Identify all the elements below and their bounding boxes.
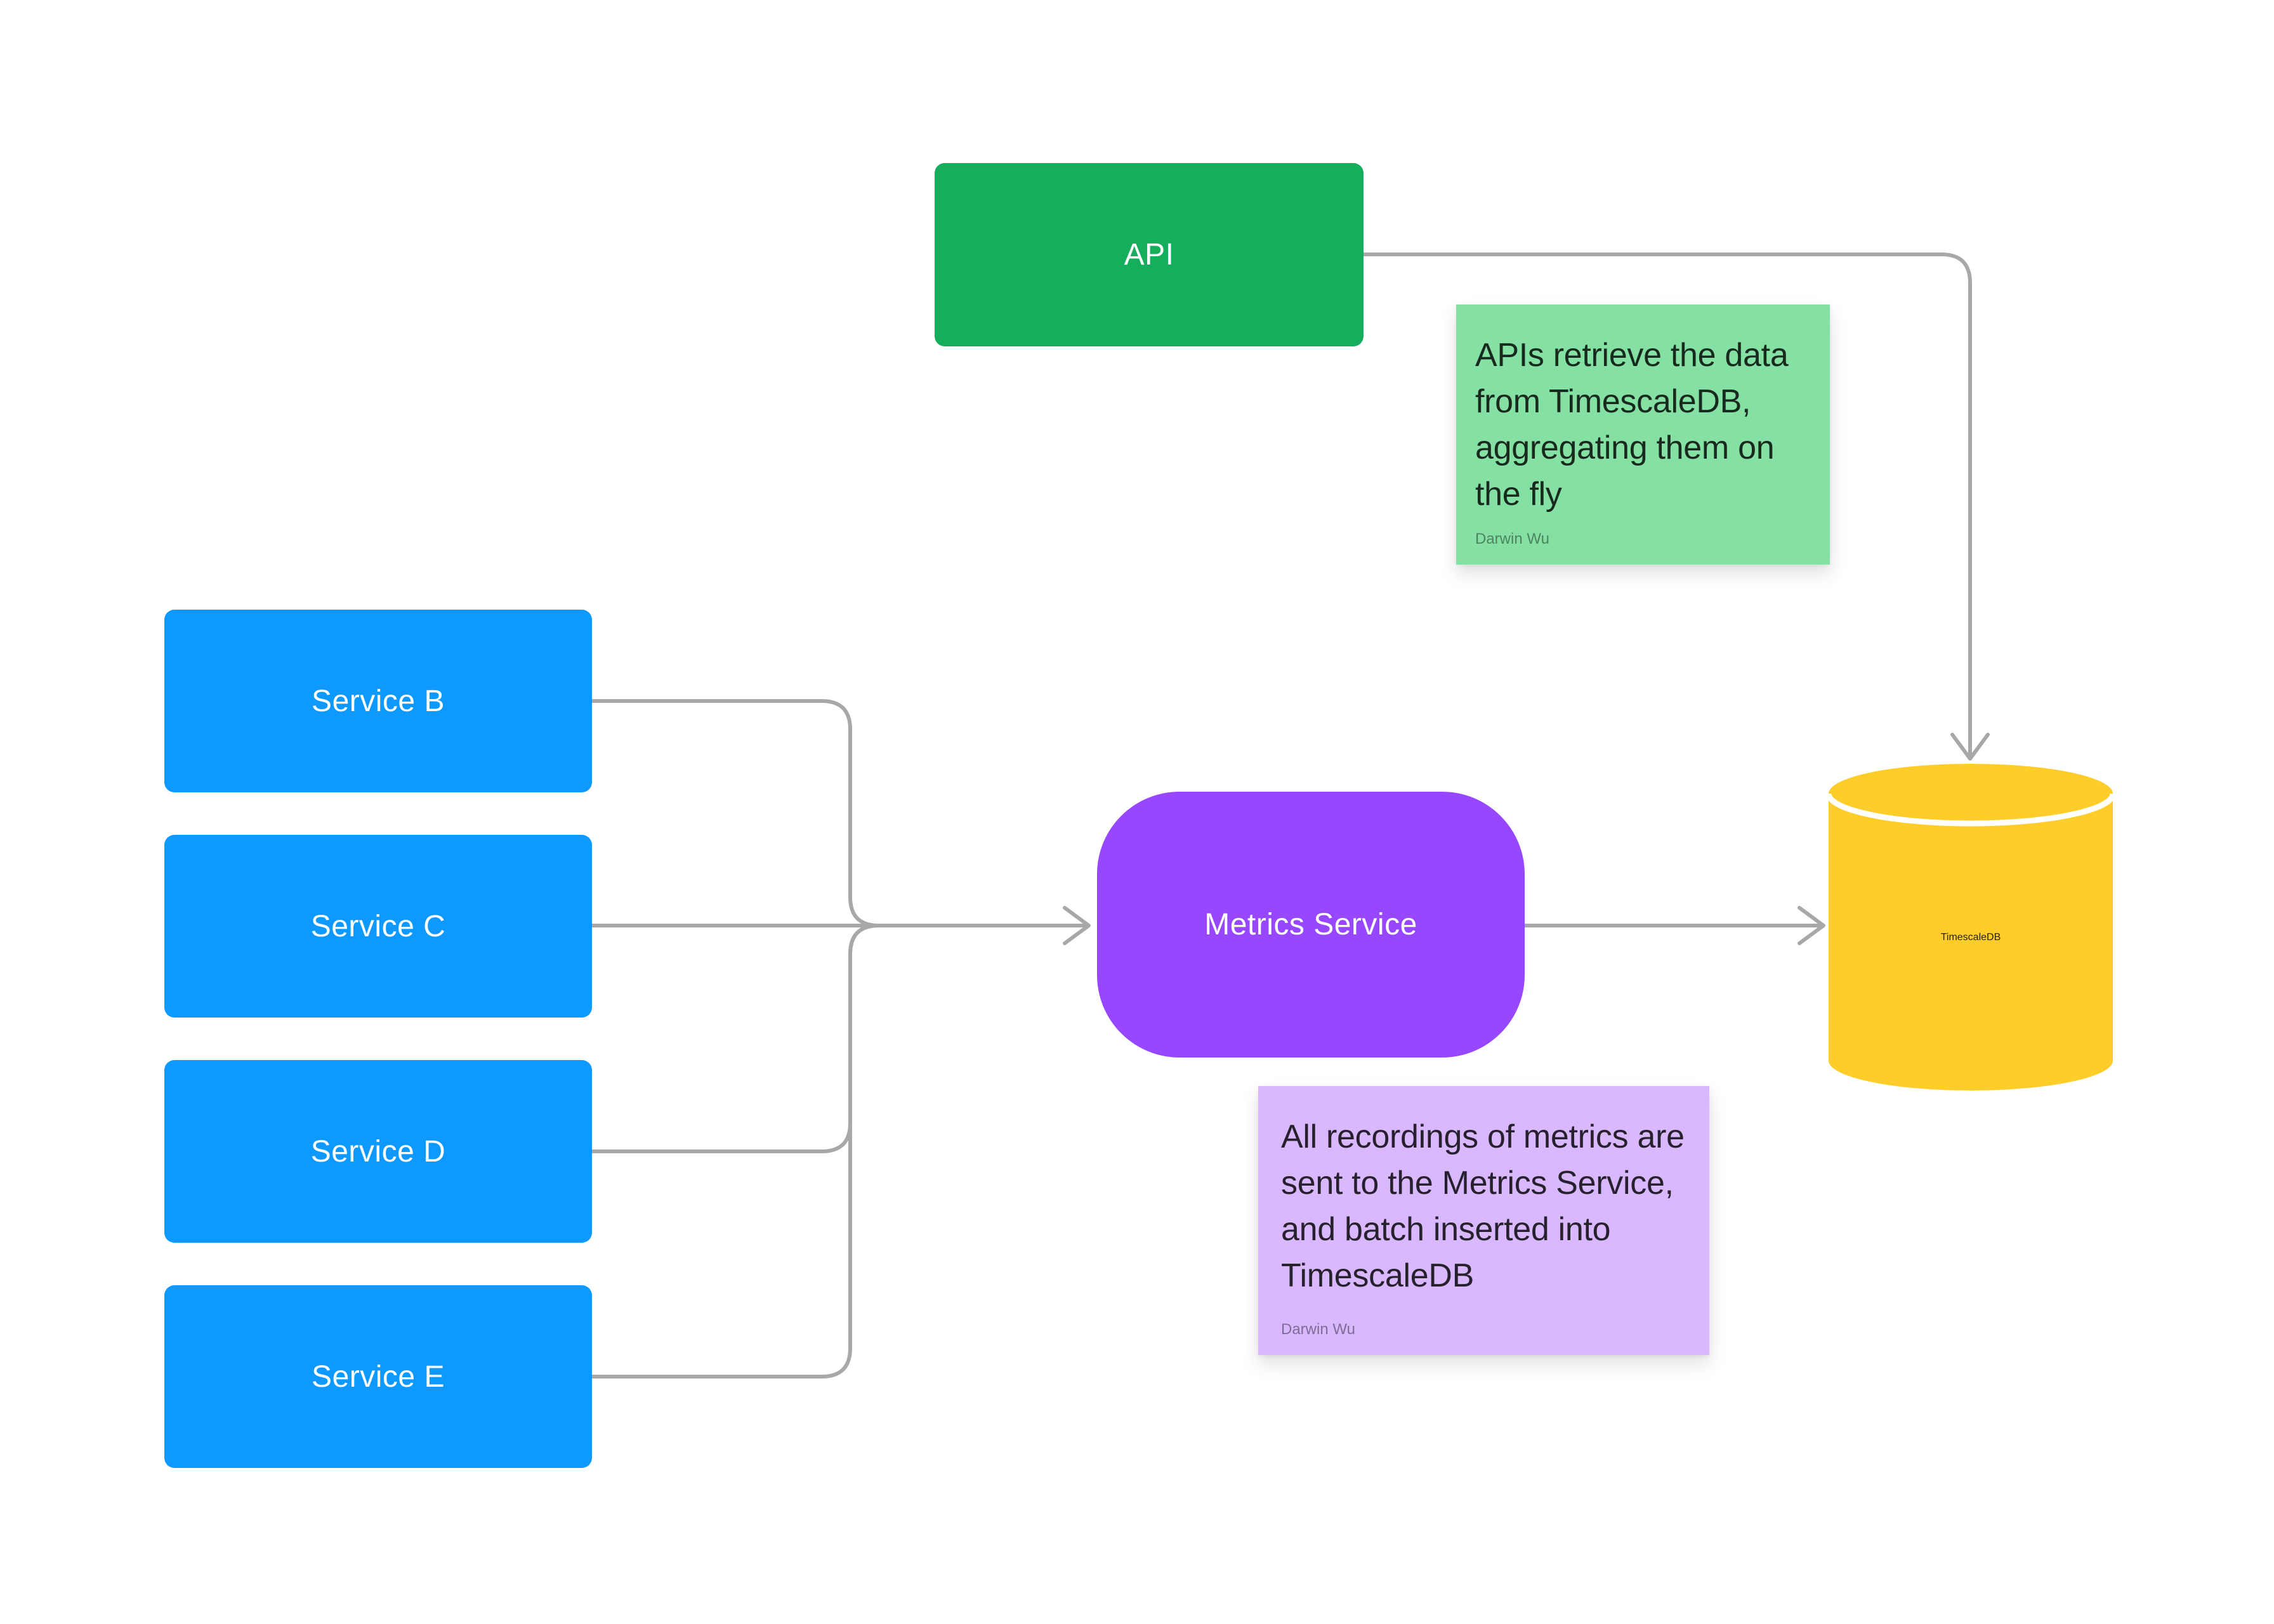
node-metrics-service[interactable]: Metrics Service bbox=[1097, 792, 1525, 1058]
cylinder-body[interactable] bbox=[1829, 764, 2113, 1090]
node-service-e[interactable]: Service E bbox=[164, 1285, 592, 1468]
node-timescaledb-cylinder[interactable] bbox=[1825, 764, 2116, 1090]
node-metrics-service-label: Metrics Service bbox=[1204, 908, 1417, 941]
arrowhead-into-db-left-icon bbox=[1798, 906, 1825, 945]
node-service-c[interactable]: Service C bbox=[164, 835, 592, 1018]
node-service-b-label: Service B bbox=[312, 684, 445, 718]
connector-api-to-db[interactable] bbox=[1362, 252, 1972, 758]
arrowhead-into-db-top-icon bbox=[1950, 733, 1990, 761]
sticky-note-metrics[interactable]: All recordings of metrics are sent to th… bbox=[1258, 1086, 1709, 1355]
node-api[interactable]: API bbox=[935, 163, 1364, 346]
connector-service-b-to-metrics[interactable] bbox=[590, 699, 881, 927]
sticky-note-metrics-text: All recordings of metrics are sent to th… bbox=[1281, 1118, 1685, 1294]
node-service-d[interactable]: Service D bbox=[164, 1060, 592, 1243]
connector-service-e-to-metrics[interactable] bbox=[590, 924, 881, 1378]
node-api-label: API bbox=[1124, 238, 1174, 272]
cylinder-top-rim bbox=[1825, 793, 2116, 827]
node-service-c-label: Service C bbox=[310, 909, 446, 943]
sticky-note-api-author: Darwin Wu bbox=[1475, 530, 1549, 547]
node-service-e-label: Service E bbox=[312, 1359, 445, 1394]
node-service-d-label: Service D bbox=[310, 1134, 446, 1169]
sticky-note-api-text: APIs retrieve the data from TimescaleDB,… bbox=[1475, 337, 1789, 513]
arrowhead-into-metrics-icon bbox=[1063, 906, 1091, 945]
sticky-note-metrics-author: Darwin Wu bbox=[1281, 1321, 1355, 1338]
connector-service-d-to-metrics[interactable] bbox=[590, 924, 881, 1153]
sticky-note-api[interactable]: APIs retrieve the data from TimescaleDB,… bbox=[1456, 304, 1830, 565]
connector-lines bbox=[590, 252, 1990, 1378]
node-service-b[interactable]: Service B bbox=[164, 610, 592, 792]
